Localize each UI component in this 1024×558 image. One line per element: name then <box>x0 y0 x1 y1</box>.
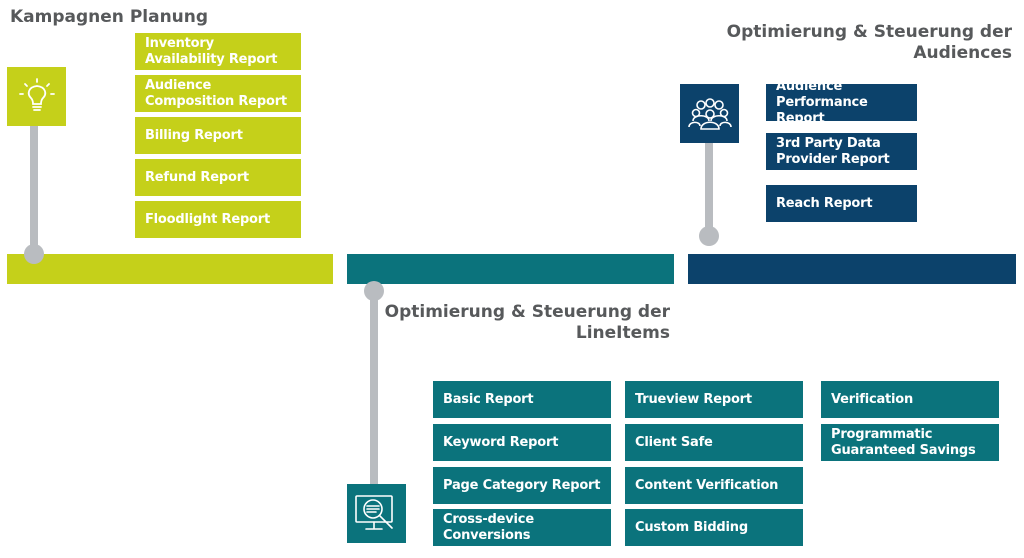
report-box-3rd-party-data: 3rd Party Data Provider Report <box>766 133 917 170</box>
report-box-billing: Billing Report <box>135 117 301 154</box>
audiences-stem <box>705 143 713 235</box>
report-box-client-safe: Client Safe <box>625 424 803 461</box>
report-box-basic: Basic Report <box>433 381 611 418</box>
report-box-trueview: Trueview Report <box>625 381 803 418</box>
timeline-bar-lineitems <box>347 254 674 284</box>
lineitems-title-line2: LineItems <box>575 323 670 343</box>
report-box-floodlight: Floodlight Report <box>135 201 301 238</box>
lineitems-stem <box>370 292 378 484</box>
audiences-title-line1: Optimierung & Steuerung der <box>726 22 1012 42</box>
audiences-title-line2: Audiences <box>913 43 1012 63</box>
report-box-verification: Verification <box>821 381 999 418</box>
report-box-keyword: Keyword Report <box>433 424 611 461</box>
audiences-node <box>699 226 719 246</box>
kampagnen-title: Kampagnen Planung <box>10 7 209 27</box>
report-box-page-category: Page Category Report <box>433 467 611 504</box>
timeline-bar-kampagnen <box>7 254 333 284</box>
kampagnen-stem <box>30 126 38 254</box>
people-group-icon <box>687 97 732 130</box>
kampagnen-node <box>24 244 44 264</box>
lineitems-icon-box <box>347 484 406 543</box>
lineitems-node <box>364 281 384 301</box>
monitor-search-icon <box>354 494 393 530</box>
report-box-inventory-availability: Inventory Availability Report <box>135 33 301 70</box>
audiences-title: Optimierung & Steuerung der Audiences <box>727 22 1012 64</box>
timeline-bar-audiences <box>688 254 1016 284</box>
report-box-audience-performance: Audience Performance Report <box>766 79 917 126</box>
report-box-custom-bidding: Custom Bidding <box>625 509 803 546</box>
audiences-icon-box <box>680 84 739 143</box>
report-box-audience-composition: Audience Composition Report <box>135 75 301 112</box>
kampagnen-icon-box <box>7 67 66 126</box>
report-box-cross-device: Cross-device Conversions <box>433 509 611 546</box>
report-box-reach: Reach Report <box>766 185 917 222</box>
lineitems-title-line1: Optimierung & Steuerung der <box>384 302 670 322</box>
report-box-content-verification: Content Verification <box>625 467 803 504</box>
report-box-refund: Refund Report <box>135 159 301 196</box>
report-box-programmatic-guaranteed: Programmatic Guaranteed Savings <box>821 424 999 461</box>
lineitems-title: Optimierung & Steuerung der LineItems <box>385 302 670 344</box>
lightbulb-icon <box>18 77 55 111</box>
